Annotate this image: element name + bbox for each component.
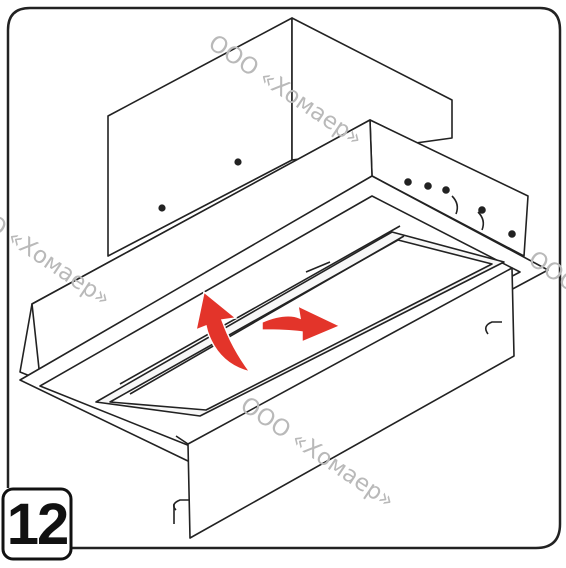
diagram-frame-left (6, 6, 31, 488)
step-number: 12 (6, 491, 70, 557)
step-badge-frame (1, 487, 73, 561)
diagram-frame (30, 6, 562, 550)
upper-cabinet (107, 17, 453, 257)
push-arrow-icon (261, 304, 342, 344)
motion-arrows (194, 290, 342, 374)
lift-arrow-icon (194, 290, 252, 374)
